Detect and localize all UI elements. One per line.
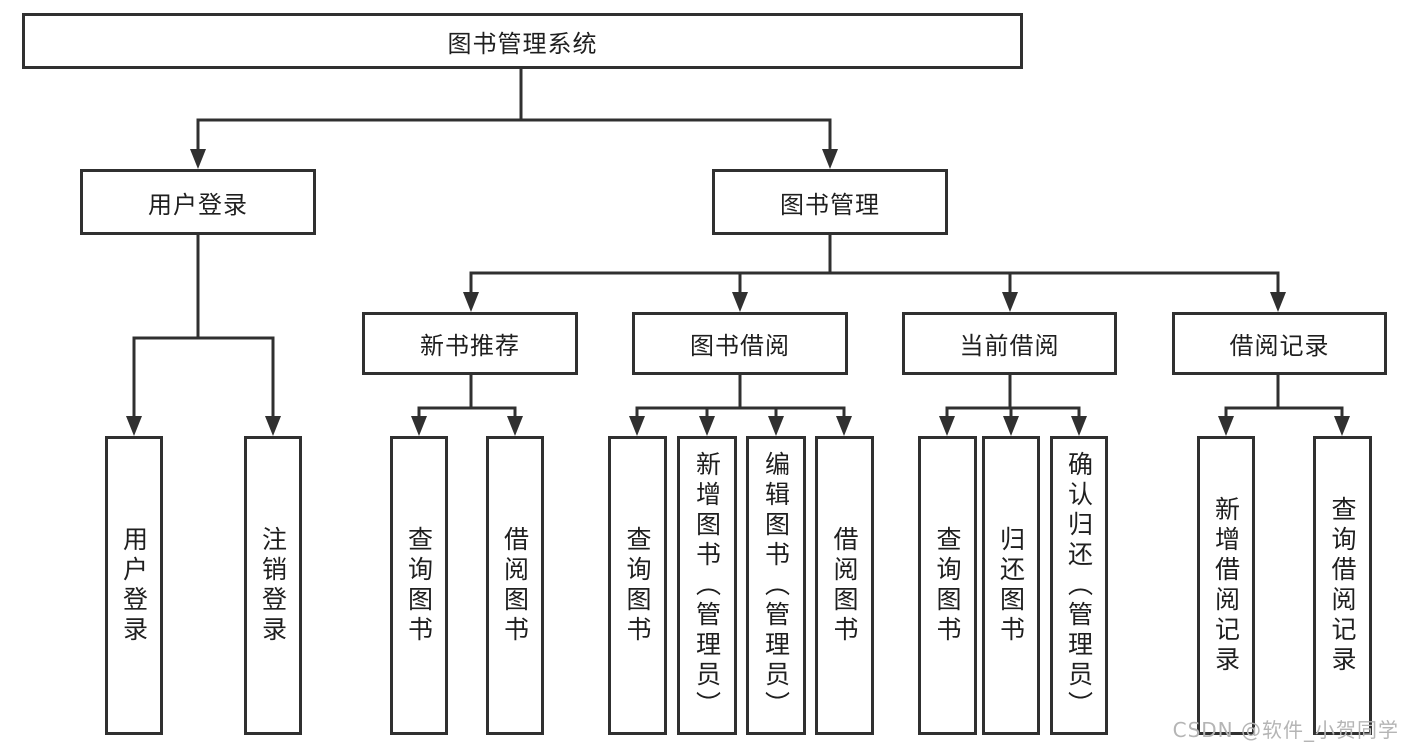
leaf-query-books: 查询图书	[918, 436, 977, 735]
node-label: 借阅图书	[500, 525, 530, 646]
arrow-down-icon	[1003, 416, 1019, 436]
node-label: 查询图书	[404, 525, 434, 646]
node-label: 图书借阅	[690, 332, 790, 360]
leaf-query-books: 查询图书	[390, 436, 448, 735]
leaf-edit-book-admin: 编辑图书（管理员）	[746, 436, 806, 735]
node-current-borrowing: 当前借阅	[902, 312, 1117, 375]
node-label: 新增图书（管理员）	[692, 450, 722, 721]
leaf-return-book: 归还图书	[982, 436, 1040, 735]
node-label: 借阅图书	[830, 525, 859, 646]
arrow-down-icon	[1270, 292, 1286, 312]
arrow-down-icon	[939, 416, 955, 436]
leaf-confirm-return-admin: 确认归还（管理员）	[1050, 436, 1108, 735]
arrow-down-icon	[836, 416, 852, 436]
arrow-down-icon	[1218, 416, 1234, 436]
arrow-down-icon	[629, 416, 645, 436]
leaf-logout: 注销登录	[244, 436, 302, 735]
leaf-borrow-books: 借阅图书	[486, 436, 544, 735]
node-label: 当前借阅	[959, 332, 1060, 360]
arrow-down-icon	[190, 149, 206, 169]
node-label: 注销登录	[258, 525, 288, 646]
node-label: 用户登录	[148, 190, 248, 219]
leaf-borrow-books: 借阅图书	[815, 436, 874, 735]
node-label: 查询图书	[623, 525, 652, 646]
arrow-down-icon	[768, 416, 784, 436]
arrow-down-icon	[126, 416, 142, 436]
node-label: 借阅记录	[1229, 332, 1330, 360]
arrow-down-icon	[1334, 416, 1350, 436]
arrow-down-icon	[265, 416, 281, 436]
node-label: 归还图书	[996, 525, 1026, 646]
node-label: 确认归还（管理员）	[1064, 450, 1094, 721]
arrow-down-icon	[507, 416, 523, 436]
arrow-down-icon	[822, 149, 838, 169]
node-label: 图书管理系统	[447, 29, 598, 58]
node-new-book-recommendation: 新书推荐	[362, 312, 578, 375]
arrow-down-icon	[411, 416, 427, 436]
node-label: 查询图书	[933, 525, 962, 646]
leaf-add-borrow-record: 新增借阅记录	[1197, 436, 1255, 735]
leaf-query-books: 查询图书	[608, 436, 667, 735]
node-book-management: 图书管理	[712, 169, 948, 235]
arrow-down-icon	[699, 416, 715, 436]
node-label: 新书推荐	[420, 332, 520, 360]
leaf-query-borrow-record: 查询借阅记录	[1313, 436, 1372, 735]
node-user-login: 用户登录	[80, 169, 316, 235]
leaf-add-book-admin: 新增图书（管理员）	[677, 436, 737, 735]
arrow-down-icon	[1002, 292, 1018, 312]
node-book-borrowing: 图书借阅	[632, 312, 848, 375]
arrow-down-icon	[1071, 416, 1087, 436]
node-label: 编辑图书（管理员）	[761, 450, 791, 721]
arrow-down-icon	[732, 292, 748, 312]
node-label: 新增借阅记录	[1211, 495, 1241, 676]
arrow-down-icon	[463, 292, 479, 312]
watermark: CSDN @软件_小贺同学	[1172, 718, 1399, 742]
node-root: 图书管理系统	[22, 13, 1023, 69]
node-label: 用户登录	[119, 525, 149, 646]
node-label: 查询借阅记录	[1328, 495, 1357, 676]
leaf-user-login: 用户登录	[105, 436, 163, 735]
node-borrowing-records: 借阅记录	[1172, 312, 1387, 375]
node-label: 图书管理	[780, 190, 880, 219]
